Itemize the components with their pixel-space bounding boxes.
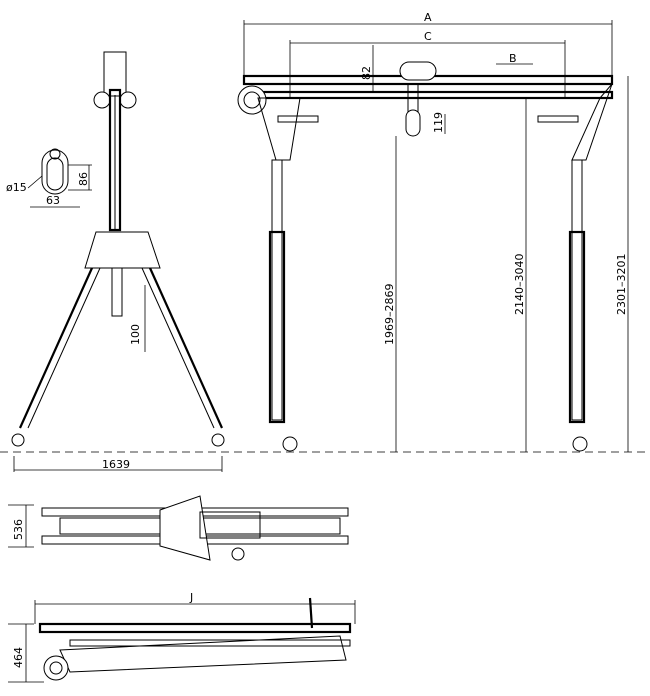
- dim-C: C: [424, 30, 432, 43]
- dim-B: B: [509, 52, 517, 65]
- dim-63: 63: [46, 194, 60, 207]
- dim-464: 464: [12, 647, 25, 668]
- dim-536: 536: [12, 519, 25, 540]
- dim-height-hook: 1969–2869: [383, 284, 396, 346]
- shackle-detail: 86 63 ø15: [6, 148, 92, 208]
- folded-top-view: 536: [8, 495, 349, 561]
- dim-86: 86: [77, 172, 90, 186]
- dim-100: 100: [129, 324, 142, 345]
- folded-side-view: J 464: [8, 591, 356, 683]
- dim-J: J: [189, 591, 193, 604]
- dim-height-total: 2301–3201: [615, 254, 628, 316]
- dim-1639: 1639: [102, 458, 130, 471]
- side-view: 1639 100: [11, 51, 225, 472]
- dim-119: 119: [432, 112, 445, 133]
- dim-82: 82: [360, 66, 373, 80]
- dim-phi15: ø15: [6, 181, 27, 194]
- front-view: A C B 82 119 1969–2869 2140–3040 2301–32…: [237, 11, 629, 452]
- dim-A: A: [424, 11, 432, 24]
- dim-height-beam: 2140–3040: [513, 254, 526, 316]
